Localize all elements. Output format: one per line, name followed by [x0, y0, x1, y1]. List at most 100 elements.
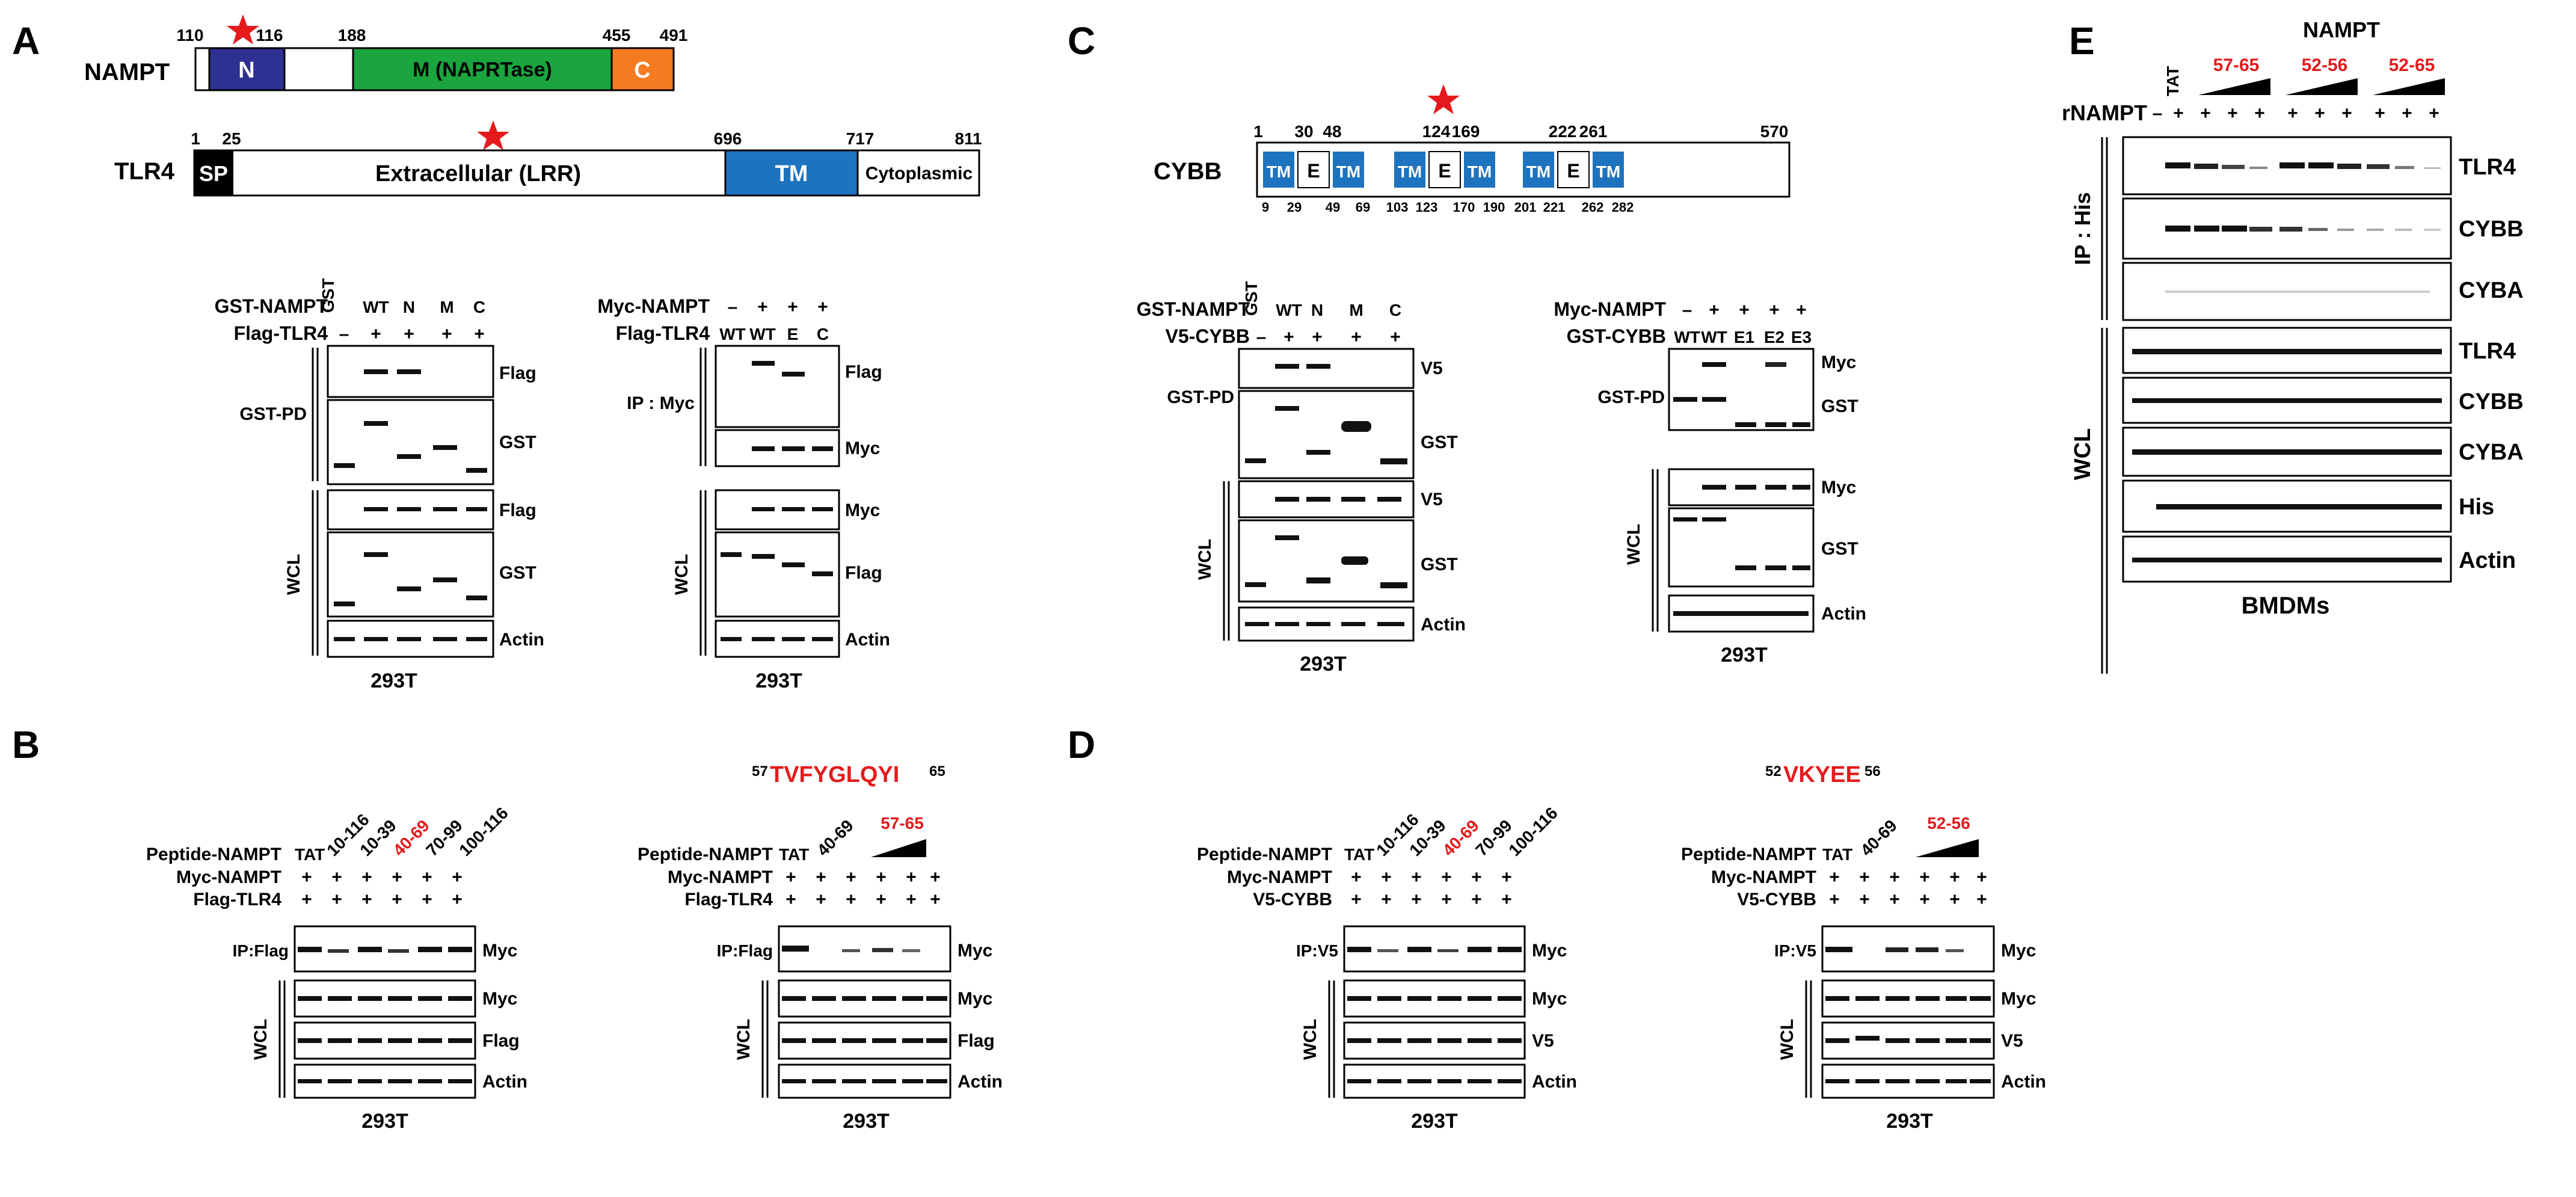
- group-label: IP : Myc: [627, 393, 695, 413]
- group-label: WCL: [1300, 1019, 1320, 1060]
- blot-panel: [294, 1021, 476, 1060]
- svg-text:124: 124: [1422, 122, 1451, 141]
- lane-sign: +: [1283, 327, 1294, 347]
- lane-label: C: [1389, 301, 1401, 319]
- lane-label: GST: [319, 278, 337, 313]
- red-star-icon: [1427, 84, 1460, 114]
- svg-text:+: +: [301, 867, 312, 887]
- lane-label: 40-69: [389, 816, 433, 860]
- panel-a: A NAMPT 110 116 188 455 491 N M (NAPRTas…: [12, 14, 982, 692]
- a-left-blot-set: GST WT N M C GST-NAMPT Flag-TLR4 – + + +…: [215, 278, 544, 692]
- blot-label: Myc: [482, 989, 517, 1009]
- svg-text:+: +: [1411, 867, 1422, 887]
- blot-label: Flag: [499, 363, 536, 383]
- d-left-blot-set: Peptide-NAMPT Myc-NAMPT V5-CYBB TAT 10-1…: [1197, 804, 1577, 1133]
- svg-text:170: 170: [1453, 200, 1475, 215]
- svg-text:+: +: [1381, 867, 1392, 887]
- nampt-num-455: 455: [603, 26, 631, 45]
- group-label: WCL: [1195, 539, 1215, 580]
- svg-text:+: +: [1859, 867, 1870, 887]
- tlr4-sp-domain: [194, 150, 233, 195]
- svg-text:9: 9: [1262, 200, 1269, 215]
- svg-text:103: 103: [1386, 200, 1409, 215]
- lane-label: N: [403, 298, 415, 316]
- lane-label: M: [440, 298, 453, 316]
- svg-text:+: +: [1919, 890, 1930, 909]
- lane-label: N: [1311, 301, 1323, 319]
- blot-label: GST: [499, 563, 536, 583]
- blot-label: Myc: [1821, 478, 1856, 497]
- blot-label: CYBA: [2459, 440, 2524, 465]
- svg-text:+: +: [422, 867, 432, 887]
- lane-label: 100-116: [1505, 804, 1561, 860]
- group-label: WCL: [672, 554, 692, 595]
- svg-text:+: +: [1501, 867, 1512, 887]
- tlr4-domain-diagram: TLR4 1 25 696 717 811 SP Extracellular (…: [114, 120, 982, 197]
- svg-text:+: +: [331, 867, 342, 887]
- lane-sign: –: [339, 324, 349, 344]
- group-label: WCL: [284, 554, 304, 595]
- lane-sign: +: [1351, 327, 1362, 347]
- svg-text:+: +: [1976, 890, 1987, 909]
- concentration-ramp: [2286, 78, 2358, 95]
- panel-letter-a: A: [12, 19, 40, 63]
- tlr4-cyto-label: Cytoplasmic: [865, 164, 973, 183]
- svg-text:TM: TM: [1468, 162, 1492, 181]
- svg-text:201: 201: [1514, 200, 1537, 215]
- svg-text:+: +: [392, 867, 402, 887]
- row-label-myc-nampt: Myc-NAMPT: [1554, 298, 1666, 320]
- svg-text:+: +: [301, 890, 312, 909]
- svg-text:65: 65: [929, 763, 945, 780]
- ramp-label: 52-56: [2302, 55, 2348, 75]
- svg-text:E: E: [1307, 160, 1320, 182]
- group-label: WCL: [251, 1019, 271, 1060]
- b-left-blot-set: Peptide-NAMPT Myc-NAMPT Flag-TLR4 TAT 10…: [146, 804, 527, 1133]
- lane-label: WT: [1276, 301, 1302, 319]
- blot-label: GST: [1821, 396, 1858, 416]
- svg-text:+: +: [361, 867, 372, 887]
- svg-text:+: +: [1829, 890, 1840, 909]
- lane-label: WT: [749, 325, 776, 343]
- row-label-flag-tlr4: Flag-TLR4: [684, 890, 773, 909]
- blot-panel: [715, 345, 840, 428]
- row-label-peptide: Peptide-NAMPT: [638, 845, 773, 864]
- group-label: GST-PD: [1597, 387, 1665, 407]
- blot-label: V5: [1421, 358, 1443, 378]
- svg-text:190: 190: [1483, 200, 1505, 215]
- nampt-m-domain: [352, 47, 613, 91]
- nampt-num-110: 110: [176, 26, 203, 45]
- lane-label: GST: [1242, 281, 1261, 316]
- svg-text:+: +: [361, 890, 372, 909]
- lane-sign: +: [1390, 327, 1401, 347]
- blot-panel: [294, 1063, 476, 1099]
- cybb-domain-diagram: CYBB TM E TM TM E TM TM E TM 1 30 48 124…: [1154, 84, 1791, 215]
- blot-label: V5: [1421, 490, 1443, 509]
- tlr4-num-1: 1: [191, 129, 200, 148]
- group-label: WCL: [1624, 524, 1644, 565]
- lane-sign: +: [2314, 103, 2325, 123]
- lane-label: TAT: [1822, 845, 1852, 864]
- nampt-num-188: 188: [338, 26, 366, 45]
- svg-text:+: +: [785, 867, 796, 887]
- blot-label: Actin: [2001, 1072, 2046, 1092]
- cell-line-label: 293T: [1411, 1110, 1458, 1133]
- lane-sign: –: [1256, 327, 1267, 347]
- svg-text:570: 570: [1760, 122, 1789, 141]
- blot-label: Flag: [958, 1031, 995, 1051]
- row-label-v5-cybb: V5-CYBB: [1253, 890, 1332, 909]
- svg-text:+: +: [1829, 867, 1840, 887]
- svg-text:+: +: [331, 890, 342, 909]
- svg-text:+: +: [1949, 867, 1960, 887]
- d-right-blot-set: 52 VKYEE 56 Peptide-NAMPT Myc-NAMPT V5-C…: [1681, 762, 2046, 1133]
- svg-text:+: +: [846, 890, 856, 909]
- svg-text:+: +: [1441, 890, 1452, 909]
- cell-line-label: 293T: [361, 1110, 408, 1133]
- lane-label: 40-69: [1439, 816, 1483, 860]
- svg-text:+: +: [876, 867, 887, 887]
- lane-label: WT: [1701, 328, 1727, 346]
- tlr4-num-811: 811: [954, 129, 982, 148]
- blot-panel: [1238, 348, 1415, 389]
- b-right-blot-set: 57 TVFYGLQYI 65 Peptide-NAMPT Myc-NAMPT …: [638, 762, 1003, 1133]
- group-label: IP:V5: [1774, 941, 1816, 960]
